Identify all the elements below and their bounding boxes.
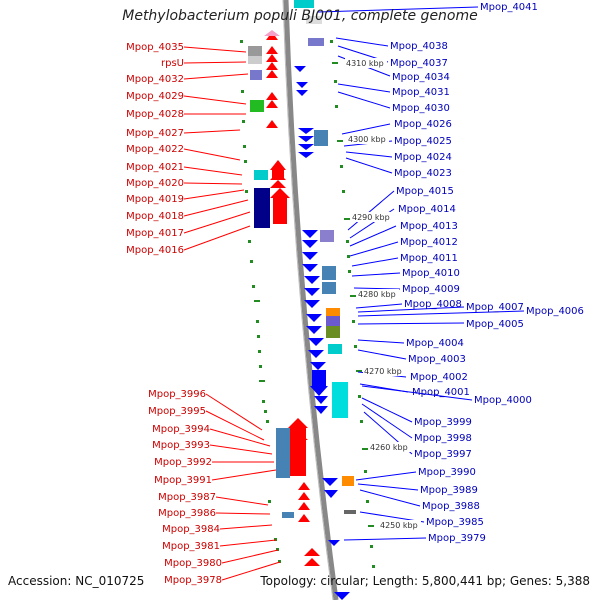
- gene-label-rpsu: rpsU: [161, 58, 184, 69]
- scale-label: 4270 kbp: [364, 367, 402, 376]
- gene-label-mpop_3989: Mpop_3989: [420, 485, 478, 496]
- gene-label-mpop_3984: Mpop_3984: [162, 524, 220, 535]
- gene-label-mpop_4008: Mpop_4008: [404, 299, 462, 310]
- gene-label-mpop_3980: Mpop_3980: [164, 558, 222, 569]
- gene-label-mpop_3994: Mpop_3994: [152, 424, 210, 435]
- accession-label: Accession: NC_010725: [8, 574, 145, 588]
- gene-label-mpop_3998: Mpop_3998: [414, 433, 472, 444]
- gene-label-mpop_4021: Mpop_4021: [126, 162, 184, 173]
- gene-label-mpop_3985: Mpop_3985: [426, 517, 484, 528]
- scale-label-background: [345, 58, 387, 68]
- gene-label-mpop_4002: Mpop_4002: [410, 372, 468, 383]
- gene-label-mpop_4031: Mpop_4031: [392, 87, 450, 98]
- gene-label-mpop_4009: Mpop_4009: [402, 284, 460, 295]
- gene-label-mpop_3993: Mpop_3993: [152, 440, 210, 451]
- gene-label-mpop_3986: Mpop_3986: [158, 508, 216, 519]
- right-leader-lines: [317, 6, 525, 541]
- gene-label-mpop_4012: Mpop_4012: [400, 237, 458, 248]
- scale-label-background: [357, 289, 399, 299]
- gene-label-mpop_4027: Mpop_4027: [126, 128, 184, 139]
- gene-label-mpop_3978: Mpop_3978: [164, 575, 222, 586]
- gene-label-mpop_4007: Mpop_4007: [466, 302, 524, 313]
- scale-label-background: [351, 212, 393, 222]
- gene-label-mpop_4022: Mpop_4022: [126, 144, 184, 155]
- gene-label-mpop_4024: Mpop_4024: [394, 152, 452, 163]
- scale-label: 4250 kbp: [380, 521, 418, 530]
- gene-label-mpop_4019: Mpop_4019: [126, 194, 184, 205]
- gene-label-mpop_4023: Mpop_4023: [394, 168, 452, 179]
- gene-label-mpop_4034: Mpop_4034: [392, 72, 450, 83]
- gene-label-mpop_3979: Mpop_3979: [428, 533, 486, 544]
- scale-label: 4310 kbp: [346, 59, 384, 68]
- gene-label-mpop_4025: Mpop_4025: [394, 136, 452, 147]
- right-strand-genes: [294, 0, 350, 600]
- gene-label-mpop_4032: Mpop_4032: [126, 74, 184, 85]
- gene-label-mpop_4020: Mpop_4020: [126, 178, 184, 189]
- gene-label-mpop_4037: Mpop_4037: [390, 58, 448, 69]
- right-tick-marks: [330, 40, 375, 568]
- left-tick-marks: [240, 40, 281, 563]
- scale-label-background: [347, 134, 389, 144]
- left-strand-genes: [266, 32, 320, 566]
- scale-label-background: [369, 442, 411, 452]
- scale-label: 4290 kbp: [352, 213, 390, 222]
- scale-label: 4260 kbp: [370, 443, 408, 452]
- genome-title: Methylobacterium populi BJ001, complete …: [122, 8, 478, 24]
- gene-label-mpop_4030: Mpop_4030: [392, 103, 450, 114]
- right-strand-boxes: [306, 16, 356, 514]
- gene-label-mpop_3996: Mpop_3996: [148, 389, 206, 400]
- gene-label-mpop_4028: Mpop_4028: [126, 109, 184, 120]
- gene-label-mpop_4011: Mpop_4011: [400, 253, 458, 264]
- genome-backbone: [283, 0, 339, 601]
- gene-label-mpop_3992: Mpop_3992: [154, 457, 212, 468]
- gene-label-mpop_4004: Mpop_4004: [406, 338, 464, 349]
- gene-label-mpop_3990: Mpop_3990: [418, 467, 476, 478]
- gene-label-mpop_4029: Mpop_4029: [126, 91, 184, 102]
- gene-label-mpop_3991: Mpop_3991: [154, 475, 212, 486]
- gene-label-mpop_3997: Mpop_3997: [414, 449, 472, 460]
- gene-label-mpop_4003: Mpop_4003: [408, 354, 466, 365]
- gene-label-mpop_4035: Mpop_4035: [126, 42, 184, 53]
- scale-labels: 4310 kbp 4300 kbp 4290 kbp 4280 kbp 4270 kbp…: [345, 58, 421, 530]
- gene-label-mpop_4013: Mpop_4013: [400, 221, 458, 232]
- gene-label-mpop_3981: Mpop_3981: [162, 541, 220, 552]
- gene-label-mpop_4014: Mpop_4014: [398, 204, 456, 215]
- gene-label-mpop_4017: Mpop_4017: [126, 228, 184, 239]
- gene-label-mpop_4015: Mpop_4015: [396, 186, 454, 197]
- gene-label-mpop_4010: Mpop_4010: [402, 268, 460, 279]
- left-strand-boxes: [248, 30, 294, 518]
- gene-label-mpop_4001: Mpop_4001: [412, 387, 470, 398]
- gene-label-mpop_3988: Mpop_3988: [422, 501, 480, 512]
- gene-label-mpop_4018: Mpop_4018: [126, 211, 184, 222]
- scale-label-background: [363, 366, 405, 376]
- gene-label-mpop_4038: Mpop_4038: [390, 41, 448, 52]
- gene-label-mpop_3987: Mpop_3987: [158, 492, 216, 503]
- gene-label-mpop_4016: Mpop_4016: [126, 245, 184, 256]
- genome-summary: Topology: circular; Length: 5,800,441 bp…: [260, 574, 590, 588]
- scale-label: 4300 kbp: [348, 135, 386, 144]
- gene-label-mpop_4005: Mpop_4005: [466, 319, 524, 330]
- left-gene-labels: Mpop_4035 rpsU Mpop_4032Mpop_4029Mpop_4028…: [126, 42, 222, 586]
- gene-label-mpop_4000: Mpop_4000: [474, 395, 532, 406]
- gene-label-mpop_3999: Mpop_3999: [414, 417, 472, 428]
- gene-label-mpop_4006: Mpop_4006: [526, 306, 584, 317]
- right-gene-labels: Mpop_4041Mpop_4038Mpop_4037Mpop_4034Mpop…: [390, 2, 584, 544]
- gene-label-mpop_4026: Mpop_4026: [394, 119, 452, 130]
- scale-label-background: [379, 520, 421, 530]
- gene-label-mpop_3995: Mpop_3995: [148, 406, 206, 417]
- left-leader-lines: [183, 46, 281, 581]
- scale-label: 4280 kbp: [358, 290, 396, 299]
- gene-label-mpop_4041: Mpop_4041: [480, 2, 538, 13]
